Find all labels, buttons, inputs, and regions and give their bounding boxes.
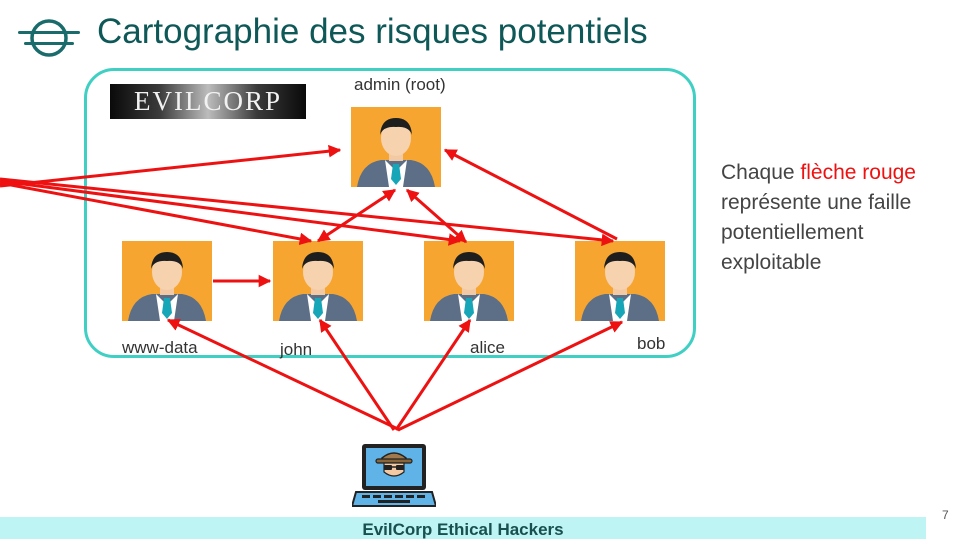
footer-banner: EvilCorp Ethical Hackers bbox=[0, 517, 926, 539]
page-title: Cartographie des risques potentiels bbox=[97, 12, 648, 51]
note-suffix: représente une faille potentiellement ex… bbox=[721, 191, 912, 274]
alice-label: alice bbox=[470, 338, 505, 357]
www-data-label: www-data bbox=[122, 338, 198, 357]
john-label: john bbox=[280, 340, 313, 359]
alice-avatar-icon bbox=[424, 241, 514, 321]
hacker-laptop-icon bbox=[350, 434, 438, 518]
arrow-legend-note: Chaque flèche rouge représente une faill… bbox=[721, 158, 957, 278]
root-avatar-icon bbox=[351, 107, 441, 187]
evilcorp-logo: EVILCORP bbox=[110, 84, 306, 119]
company-logo-icon bbox=[18, 14, 80, 62]
bob-avatar-icon bbox=[575, 241, 665, 321]
www-data-avatar-icon bbox=[122, 241, 212, 321]
bob-label: bob bbox=[637, 334, 666, 353]
root-label: admin (root) bbox=[354, 75, 446, 94]
john-avatar-icon bbox=[273, 241, 363, 321]
note-prefix: Chaque bbox=[721, 161, 801, 184]
page-number: 7 bbox=[942, 508, 949, 522]
note-highlight: flèche rouge bbox=[800, 161, 916, 184]
